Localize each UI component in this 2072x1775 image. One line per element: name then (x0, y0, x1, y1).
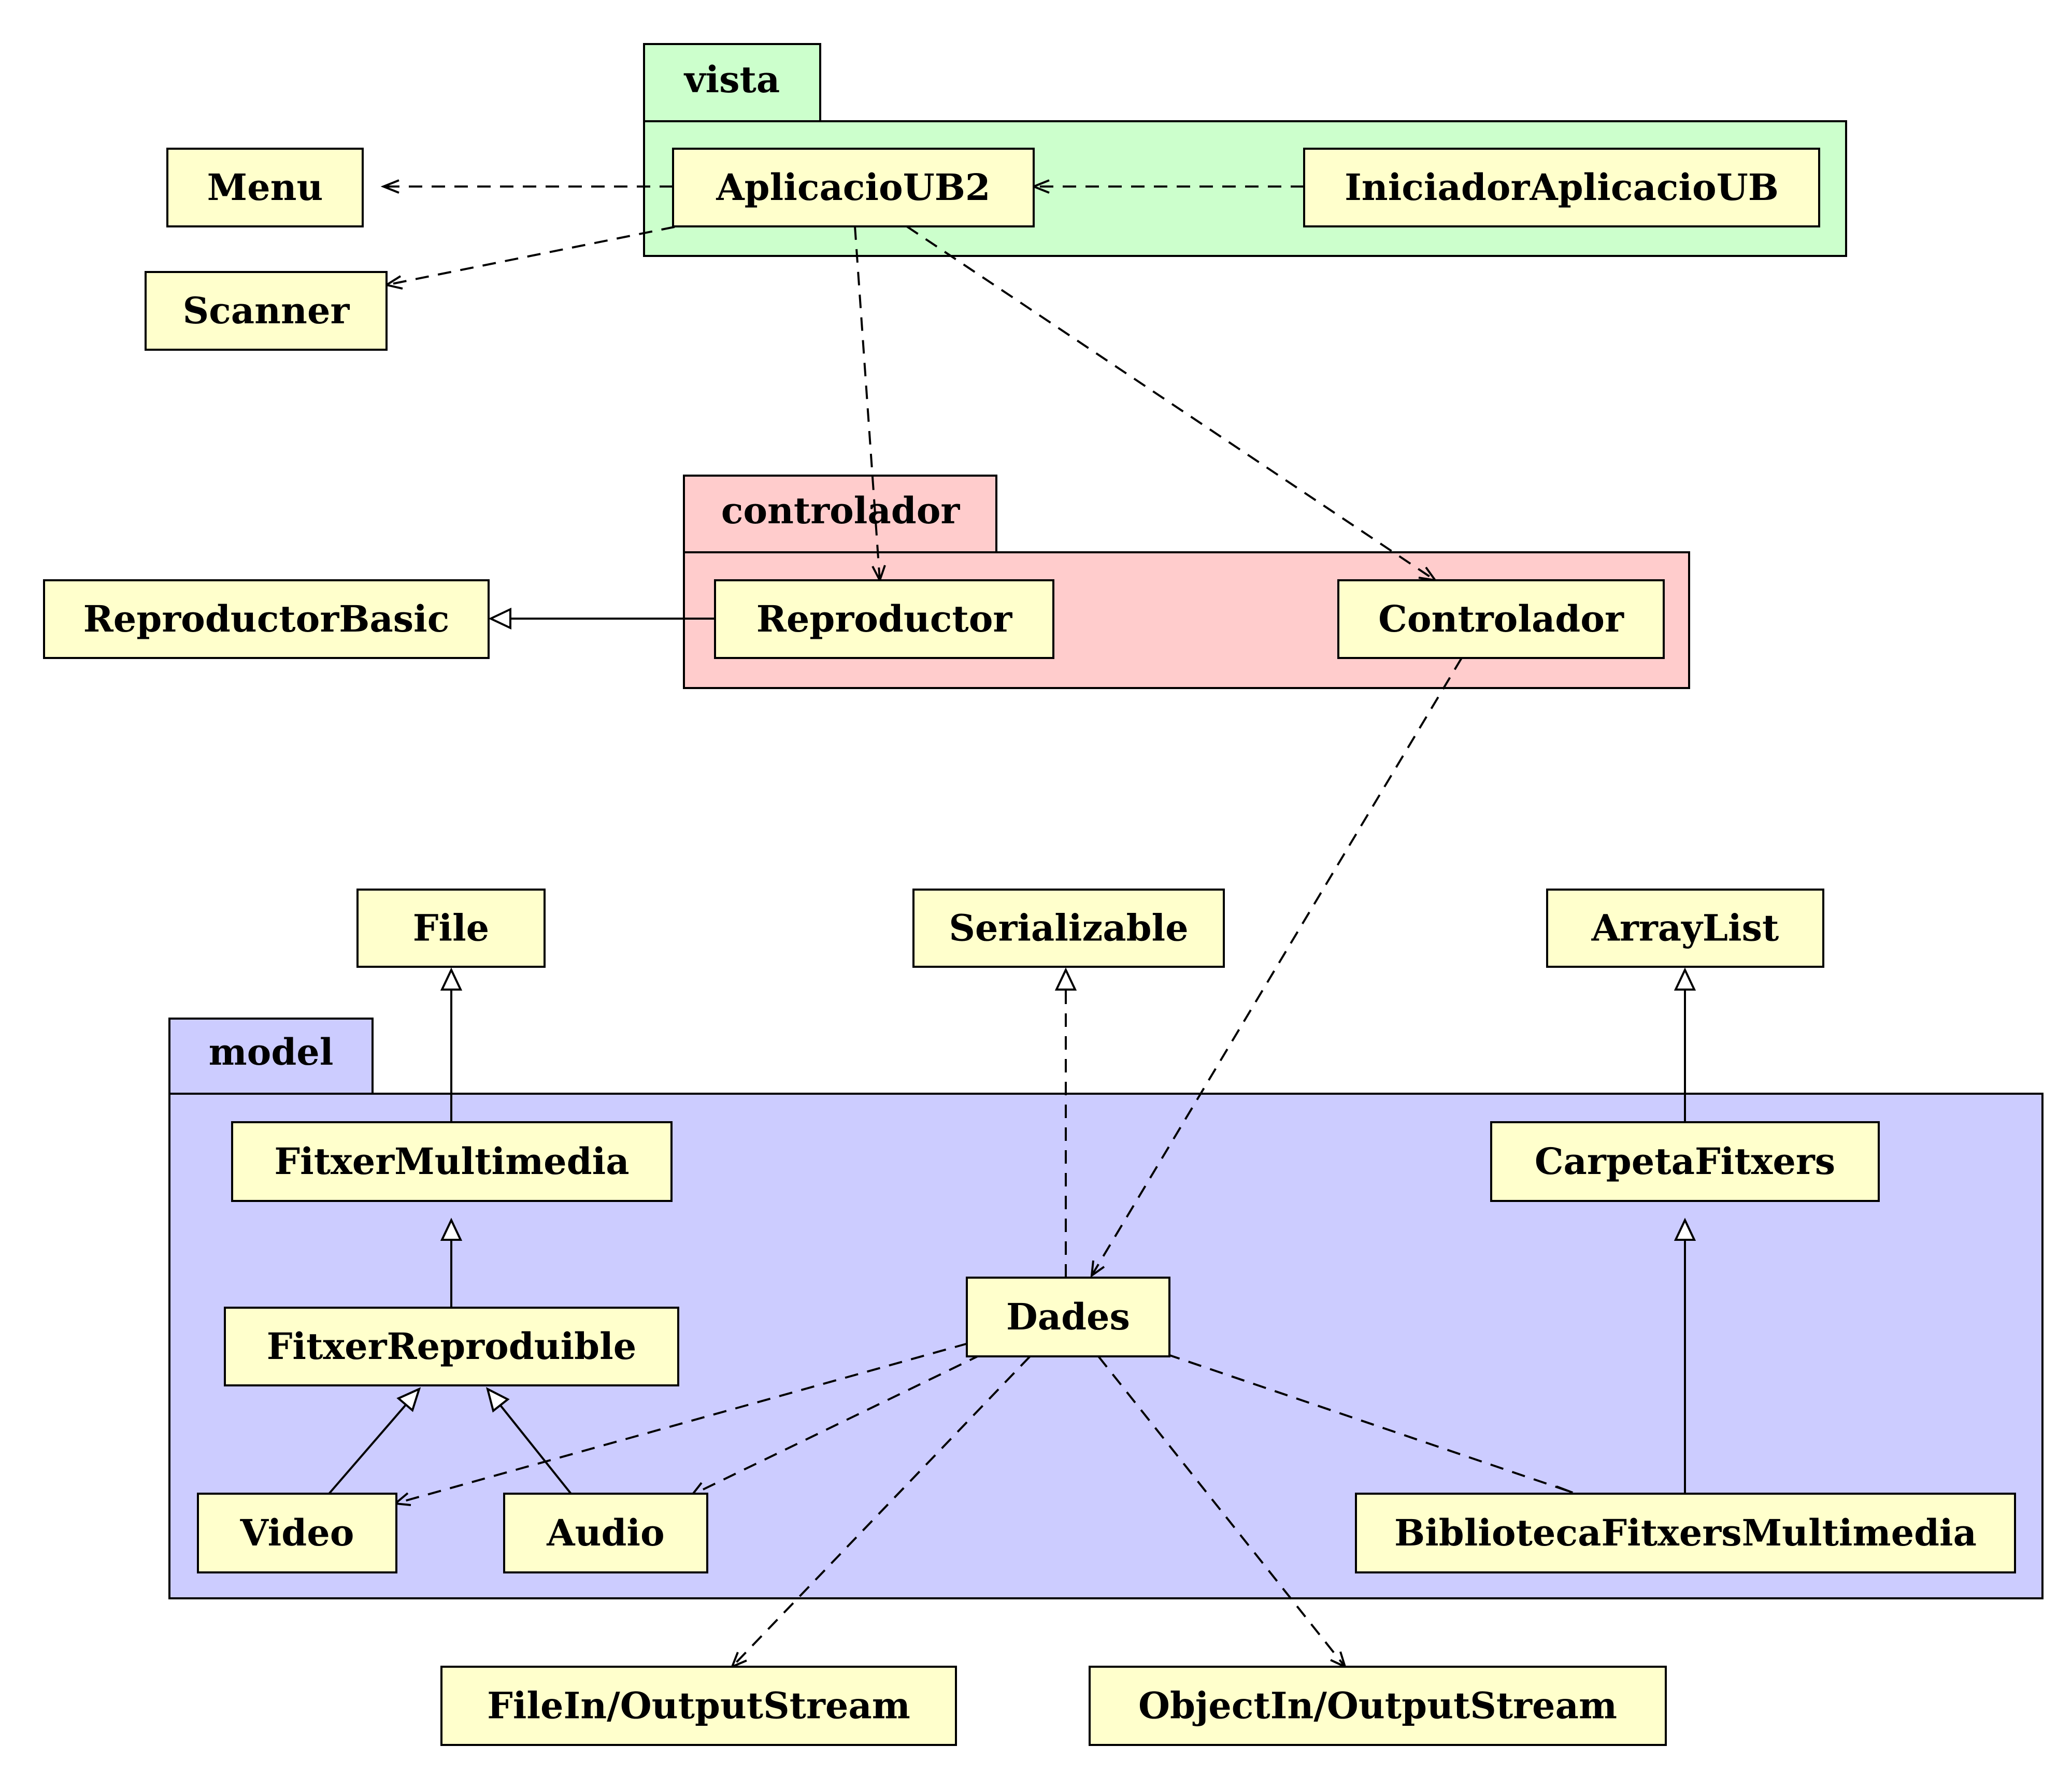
class-name: AplicacioUB2 (716, 166, 990, 209)
class-name: Controlador (1378, 597, 1624, 640)
class-reproductor: Reproductor (714, 579, 1054, 659)
class-iniciador: IniciadorAplicacioUB (1303, 148, 1820, 227)
dependency-edge (692, 1353, 982, 1496)
generalization-arrowhead (1674, 967, 1696, 991)
dependency-edge (731, 1355, 1031, 1668)
class-box (197, 1493, 397, 1573)
class-fitxermulti: FitxerMultimedia (231, 1121, 673, 1202)
class-name: Dades (1006, 1295, 1130, 1338)
class-box (1337, 579, 1665, 659)
class-box (672, 148, 1035, 227)
dependency-arrowhead (380, 179, 399, 194)
class-name: ArrayList (1591, 907, 1779, 950)
generalization-arrowhead (485, 1387, 510, 1413)
package-label: model (209, 1030, 334, 1073)
package-label: vista (683, 58, 780, 101)
class-box (1546, 889, 1824, 968)
package-tab (643, 43, 821, 122)
class-fileio: FileIn/OutputStream (440, 1666, 957, 1746)
class-name: Menu (207, 166, 323, 209)
relations (328, 179, 1696, 1669)
class-name: ObjectIn/OutputStream (1138, 1684, 1617, 1727)
class-fitxerrep: FitxerReproduible (224, 1307, 679, 1386)
class-box (440, 1666, 957, 1746)
class-serializable: Serializable (912, 889, 1225, 968)
generalization-arrowhead (1674, 1218, 1696, 1241)
class-box (912, 889, 1225, 968)
class-name: CarpetaFitxers (1535, 1140, 1835, 1183)
class-box (224, 1307, 679, 1386)
class-name: FitxerMultimedia (274, 1140, 629, 1183)
class-controlador: Controlador (1337, 579, 1665, 659)
class-aplicacio: AplicacioUB2 (672, 148, 1035, 227)
class-arraylist: ArrayList (1546, 889, 1824, 968)
dependency-edge (395, 1342, 968, 1505)
class-name: Reproductor (756, 597, 1013, 640)
class-audio: Audio (503, 1493, 708, 1573)
classes: Menu AplicacioUB2 IniciadorAplicacioUB Scan… (43, 148, 2016, 1746)
dependency-edge (1166, 1353, 1572, 1493)
class-name: FitxerReproduible (267, 1325, 637, 1368)
class-scanner: Scanner (145, 271, 388, 351)
class-biblioteca: BibliotecaFitxersMultimedia (1355, 1493, 2016, 1573)
class-carpeta: CarpetaFitxers (1490, 1121, 1880, 1202)
class-video: Video (197, 1493, 397, 1573)
class-box (966, 1277, 1170, 1357)
dependency-edge (386, 226, 675, 286)
dependency-arrowhead (1090, 1260, 1105, 1278)
class-objectio: ObjectIn/OutputStream (1089, 1666, 1667, 1746)
class-box (1355, 1493, 2016, 1573)
class-box (1490, 1121, 1880, 1202)
generalization-arrowhead (440, 967, 463, 991)
class-box (231, 1121, 673, 1202)
class-name: Scanner (183, 289, 350, 332)
class-box (145, 271, 388, 351)
class-box (1303, 148, 1820, 227)
dependency-edge (1091, 657, 1463, 1277)
class-file: File (356, 889, 546, 968)
class-name: Audio (546, 1511, 664, 1554)
generalization-arrowhead (440, 1218, 463, 1241)
generalization-arrowhead (488, 607, 511, 630)
generalization-edge (488, 1390, 572, 1495)
class-name: Serializable (949, 907, 1188, 950)
class-box (356, 889, 546, 968)
package-label: controlador (721, 489, 961, 532)
dependency-edge (906, 225, 1436, 581)
class-name: FileIn/OutputStream (487, 1684, 910, 1727)
class-box (503, 1493, 708, 1573)
package-tab (683, 475, 997, 553)
class-dades: Dades (966, 1277, 1170, 1357)
class-box (714, 579, 1054, 659)
class-box (1089, 1666, 1667, 1746)
class-name: Video (240, 1511, 354, 1554)
class-box (43, 579, 490, 659)
class-name: BibliotecaFitxersMultimedia (1394, 1511, 1977, 1554)
generalization-arrowhead (396, 1387, 421, 1412)
class-name: ReproductorBasic (83, 597, 450, 640)
dependency-edge (1097, 1355, 1346, 1668)
generalization-edge (328, 1390, 419, 1495)
realization-arrowhead (1054, 967, 1077, 991)
class-menu: Menu (166, 148, 364, 227)
class-repbasic: ReproductorBasic (43, 579, 490, 659)
class-box (166, 148, 364, 227)
class-name: File (413, 907, 489, 950)
class-name: IniciadorAplicacioUB (1345, 166, 1779, 209)
